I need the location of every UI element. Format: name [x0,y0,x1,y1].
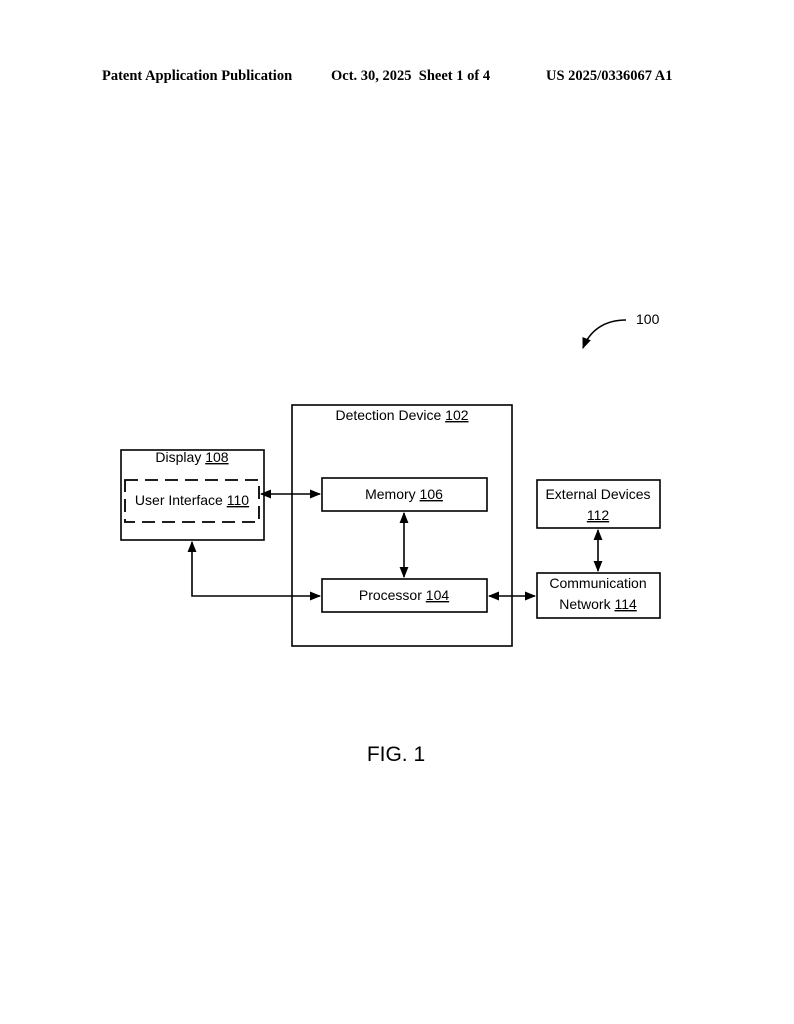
communication-network-label-line1: Communication [549,575,646,591]
user-interface-box [124,479,260,523]
communication-network-block: Communication Network 114 [536,572,661,619]
reference-number: 100 [636,311,660,327]
figure-caption: FIG. 1 [367,743,425,766]
reference-arrow-icon [582,319,627,350]
processor-label: Processor 104 [359,587,449,603]
publication-type: Patent Application Publication [102,68,293,84]
user-interface-block: User Interface 110 [124,479,260,523]
processor-block: Processor 104 [321,578,488,613]
memory-box [321,477,488,512]
reference-100: 100 [582,311,660,350]
external-devices-box [536,479,661,529]
detection-device-block: Detection Device 102 [291,404,513,647]
publication-number: US 2025/0336067 A1 [546,68,673,84]
detection-device-label: Detection Device 102 [335,407,468,423]
processor-box [321,578,488,613]
memory-block: Memory 106 [321,477,488,512]
detection-device-box [291,404,513,647]
communication-network-box [536,572,661,619]
memory-label: Memory 106 [365,486,443,502]
external-devices-block: External Devices 112 [536,479,661,529]
communication-network-label-line2: Network 114 [559,596,637,612]
external-devices-label: External Devices [545,486,650,502]
display-processor-arrow [187,540,322,601]
external-devices-ref: 112 [587,507,610,523]
display-label: Display 108 [155,449,228,465]
date-and-sheet: Oct. 30, 2025 Sheet 1 of 4 [331,68,491,84]
user-interface-label: User Interface 110 [135,492,249,508]
